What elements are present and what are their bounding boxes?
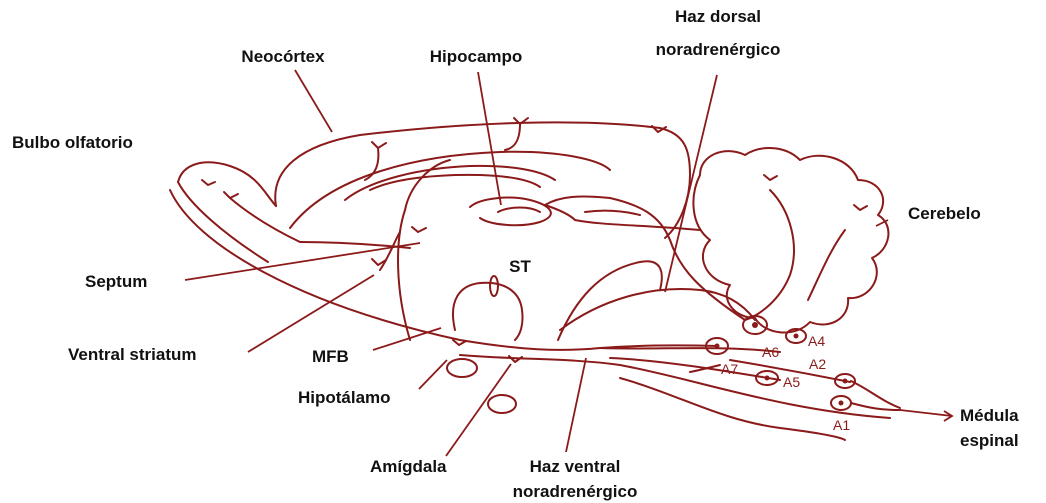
label-hipotalamo: Hipotálamo [298, 388, 391, 407]
nucleus-a1 [831, 396, 851, 410]
label-a5: A5 [783, 374, 800, 390]
label-ventral-striatum: Ventral striatum [68, 345, 197, 364]
label-hipocampo: Hipocampo [430, 47, 523, 66]
label-mfb: MFB [312, 347, 349, 366]
label-septum: Septum [85, 272, 147, 291]
label-haz-ventral-line1: Haz ventral [530, 457, 621, 476]
label-amigdala: Amígdala [370, 457, 447, 476]
nucleus-a5 [756, 371, 778, 385]
label-medula-line2: espinal [960, 431, 1019, 450]
label-cerebelo: Cerebelo [908, 204, 981, 223]
label-bulbo-olfatorio: Bulbo olfatorio [12, 133, 133, 152]
label-haz-ventral-line2: noradrenérgico [513, 482, 638, 501]
label-st: ST [509, 257, 531, 276]
label-medula-line1: Médula [960, 406, 1019, 425]
labels: Neocórtex Hipocampo Haz dorsal noradrené… [12, 7, 1019, 501]
label-a4: A4 [808, 333, 825, 349]
label-a7: A7 [721, 361, 738, 377]
label-haz-dorsal-line1: Haz dorsal [675, 7, 761, 26]
label-a2: A2 [809, 356, 826, 372]
label-a1: A1 [833, 417, 850, 433]
hypothalamus-shape [447, 261, 662, 413]
label-a6: A6 [762, 344, 779, 360]
label-neocortex: Neocórtex [241, 47, 325, 66]
label-haz-dorsal-line2: noradrenérgico [656, 40, 781, 59]
nucleus-fibers [851, 381, 900, 410]
